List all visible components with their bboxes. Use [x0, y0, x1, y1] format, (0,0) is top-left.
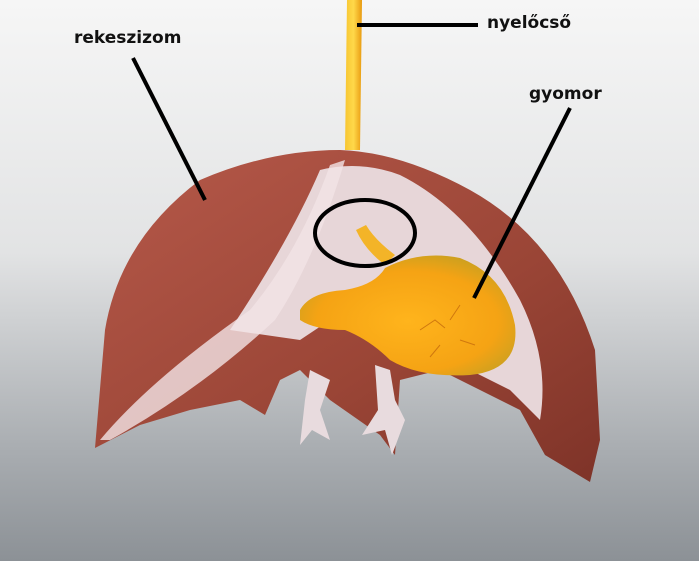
esophagus — [345, 0, 362, 150]
highlight-circle — [313, 198, 417, 268]
label-diaphragm: rekeszizom — [74, 28, 182, 48]
pointer-line-diaphragm — [131, 57, 207, 201]
diaphragm-crus-right — [362, 365, 405, 455]
pointer-line-stomach — [472, 107, 572, 299]
label-stomach: gyomor — [529, 84, 602, 104]
esophagus-lower — [356, 225, 395, 265]
stomach — [300, 255, 516, 376]
label-esophagus: nyelőcső — [487, 13, 572, 33]
diaphragm-crus-left — [300, 370, 330, 445]
